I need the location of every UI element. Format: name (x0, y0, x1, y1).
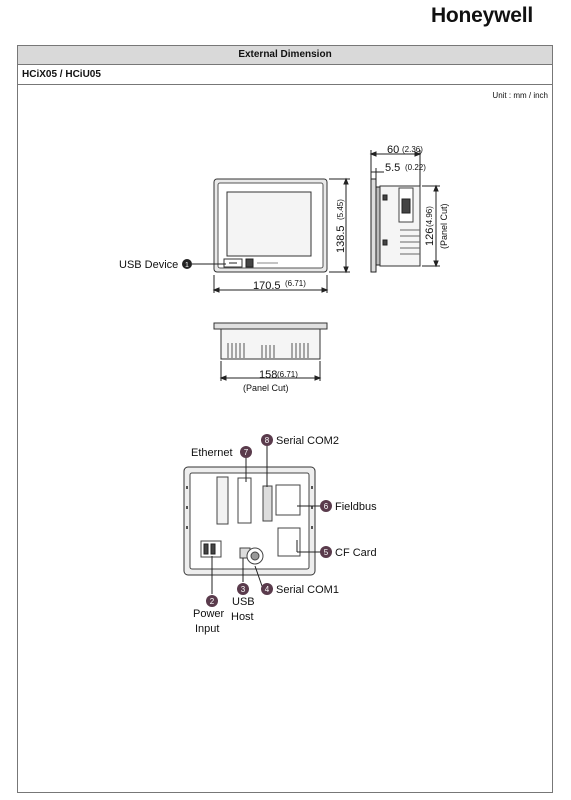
callout-badge-5: 5 (320, 546, 332, 558)
callout-badge-6: 6 (320, 500, 332, 512)
svg-text:6: 6 (324, 502, 329, 511)
front-width-in: (6.71) (285, 279, 306, 288)
bottom-cut-mm: 158 (259, 369, 277, 381)
rear-view-drawing (183, 446, 320, 594)
usb-device-label: USB Device (119, 259, 178, 271)
side-cut-mm: 126 (424, 228, 436, 246)
callout-badge-3: 3 (237, 583, 249, 595)
callout-badge-4: 4 (261, 583, 273, 595)
side-cut-in: (4.96) (425, 206, 434, 227)
callout-badge-2: 2 (206, 595, 218, 607)
document-frame: External Dimension HCiX05 / HCiU05 Unit … (17, 45, 553, 793)
brand-logo: Honeywell (430, 4, 533, 27)
model-name: HCiX05 / HCiU05 (18, 65, 552, 85)
svg-text:7: 7 (244, 448, 249, 457)
bottom-cut-in: (6.71) (277, 370, 298, 379)
side-depth-mm: 60 (387, 144, 399, 156)
fieldbus-label: Fieldbus (335, 501, 377, 513)
svg-text:3: 3 (241, 585, 246, 594)
bottom-view-drawing (213, 322, 328, 381)
usb-device-badge: 1 (182, 259, 192, 269)
svg-text:1: 1 (185, 262, 189, 269)
power-input-label-line1: Power (193, 608, 225, 620)
svg-text:5: 5 (324, 548, 329, 557)
side-bezel-mm: 5.5 (385, 162, 400, 174)
svg-text:2: 2 (210, 597, 215, 606)
usb-host-label-line1: USB (232, 596, 255, 608)
cf-card-label: CF Card (335, 547, 377, 559)
side-bezel-in: (0.22) (405, 163, 426, 172)
usb-host-label-line2: Host (231, 611, 254, 623)
section-title: External Dimension (18, 46, 552, 65)
power-input-label-line2: Input (195, 623, 219, 635)
callout-badge-7: 7 (240, 446, 252, 458)
front-height-mm: 138.5 (335, 225, 347, 253)
serial-com1-label: Serial COM1 (276, 584, 339, 596)
bottom-cut-label: (Panel Cut) (243, 383, 289, 393)
unit-note: Unit : mm / inch (492, 91, 548, 100)
side-cut-label: (Panel Cut) (439, 203, 449, 249)
front-view-drawing (192, 177, 350, 293)
serial-com2-label: Serial COM2 (276, 435, 339, 447)
svg-text:4: 4 (265, 585, 270, 594)
ethernet-label: Ethernet (191, 447, 233, 459)
callout-badge-8: 8 (261, 434, 273, 446)
svg-text:8: 8 (265, 436, 270, 445)
front-width-mm: 170.5 (253, 280, 281, 292)
side-depth-in: (2.36) (402, 145, 423, 154)
side-view-drawing (369, 150, 440, 273)
front-height-in: (5.45) (336, 199, 345, 220)
